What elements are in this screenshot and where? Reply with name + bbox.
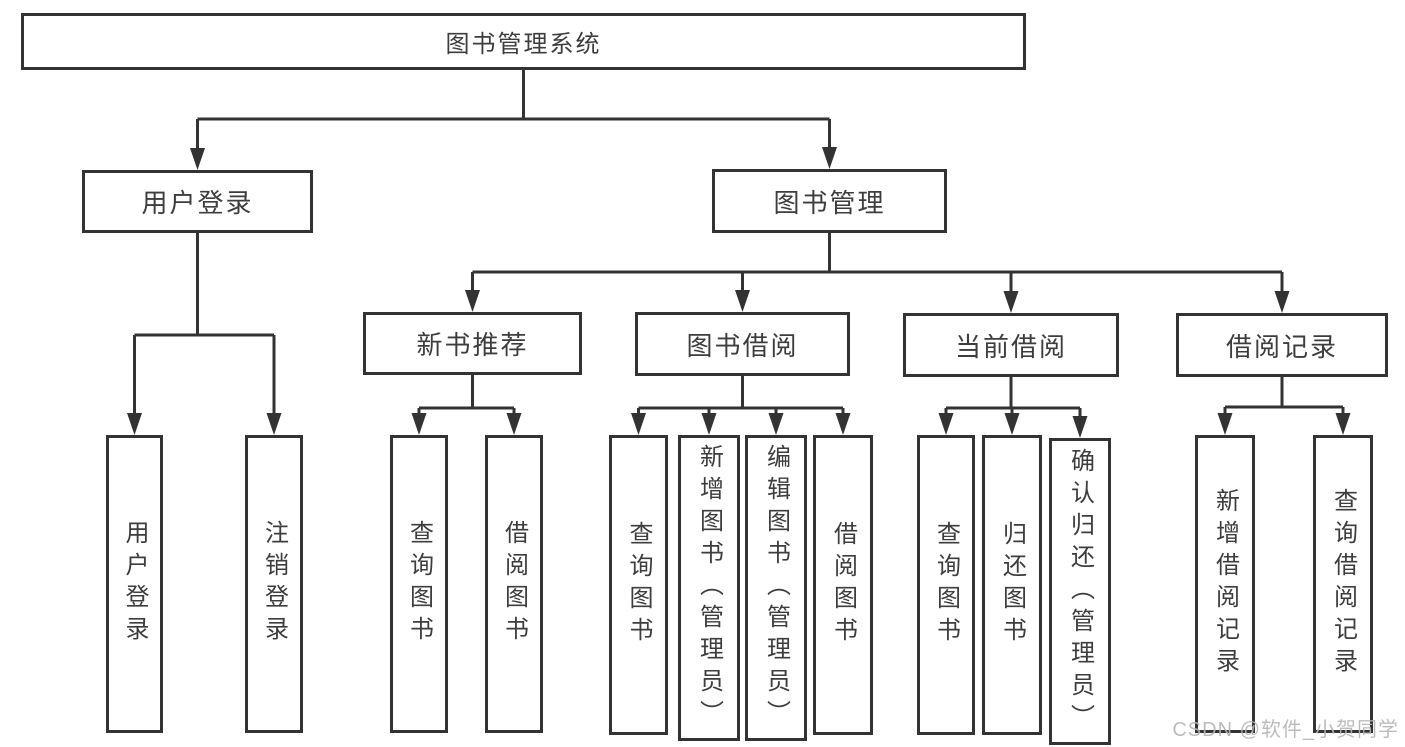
node-br-add: 新增借阅记录: [1195, 435, 1255, 733]
node-label: 新增图书（管理员）: [695, 444, 723, 732]
node-borrow-rec: 借阅记录: [1176, 313, 1388, 377]
node-book-mgmt: 图书管理: [712, 169, 947, 233]
node-label: 当前借阅: [954, 331, 1067, 362]
edges-from-user-login: [127, 233, 282, 435]
node-label: 用户登录: [121, 520, 148, 648]
arrowhead-to-bb-add: [701, 413, 717, 435]
arrowhead-to-bb-edit: [768, 413, 784, 435]
node-cb-return: 归还图书: [982, 435, 1042, 735]
arrowhead-to-br-add: [1217, 413, 1233, 435]
csdn-watermark: CSDN @软件_小贺同学: [1172, 719, 1399, 741]
node-label: 借阅图书: [500, 520, 528, 648]
arrowhead-to-nr-borrow: [506, 413, 522, 435]
node-nr-borrow: 借阅图书: [485, 435, 543, 733]
node-book-borrow: 图书借阅: [635, 312, 850, 376]
edges-from-borrow-rec: [1217, 377, 1351, 435]
edges-from-cur-borrow: [938, 377, 1088, 438]
arrowhead-to-book-borrow: [735, 290, 750, 312]
node-user-login: 用户登录: [82, 170, 313, 233]
arrowhead-to-new-book-rec: [465, 290, 480, 312]
node-bb-borrow: 借阅图书: [813, 435, 873, 735]
arrowhead-to-cur-borrow: [1003, 291, 1019, 313]
node-label: 用户登录: [141, 188, 254, 218]
node-bb-edit: 编辑图书（管理员）: [745, 435, 807, 741]
edges-from-book-borrow: [631, 376, 851, 435]
edges-from-new-book-rec: [411, 375, 522, 435]
arrowhead-to-cb-confirm: [1072, 416, 1088, 438]
arrowhead-to-bb-query: [631, 413, 646, 435]
node-label: 注销登录: [260, 520, 288, 648]
node-nr-query: 查询图书: [390, 435, 448, 733]
node-cb-confirm: 确认归还（管理员）: [1049, 438, 1111, 745]
arrowhead-to-borrow-rec: [1274, 291, 1290, 313]
arrowhead-to-cb-query: [938, 413, 954, 435]
arrowhead-to-ul-logout: [266, 413, 282, 435]
node-label: 编辑图书（管理员）: [762, 444, 790, 732]
edges-from-root: [190, 70, 837, 170]
node-label: 借阅图书: [829, 521, 857, 649]
node-label: 查询图书: [405, 520, 433, 648]
node-ul-logout: 注销登录: [245, 435, 303, 733]
node-root: 图书管理系统: [21, 13, 1026, 70]
node-bb-add: 新增图书（管理员）: [678, 435, 740, 741]
node-label: 查询图书: [932, 521, 960, 649]
node-label: 查询借阅记录: [1329, 488, 1357, 680]
node-label: 图书借阅: [686, 330, 799, 361]
node-label: 图书管理: [773, 187, 886, 218]
node-label: 归还图书: [998, 521, 1026, 649]
node-label: 确认归还（管理员）: [1066, 447, 1094, 736]
node-bb-query: 查询图书: [609, 435, 668, 735]
node-cb-query: 查询图书: [917, 435, 975, 735]
arrowhead-to-br-query: [1335, 413, 1351, 435]
arrowhead-to-nr-query: [411, 413, 427, 435]
node-label: 新书推荐: [416, 330, 529, 360]
node-cur-borrow: 当前借阅: [903, 313, 1119, 377]
arrowhead-to-book-mgmt: [822, 147, 837, 169]
edges-from-book-mgmt: [465, 233, 1290, 313]
node-label: 借阅记录: [1225, 331, 1338, 362]
arrowhead-to-ul-login: [127, 413, 142, 435]
arrowhead-to-cb-return: [1004, 413, 1020, 435]
node-br-query: 查询借阅记录: [1313, 435, 1373, 733]
arrowhead-to-bb-borrow: [835, 413, 851, 435]
node-label: 图书管理系统: [445, 31, 602, 58]
node-label: 新增借阅记录: [1211, 488, 1239, 680]
node-label: 查询图书: [625, 521, 652, 649]
arrowhead-to-user-login: [190, 148, 205, 170]
node-ul-login: 用户登录: [106, 435, 163, 733]
node-new-book-rec: 新书推荐: [363, 312, 582, 375]
